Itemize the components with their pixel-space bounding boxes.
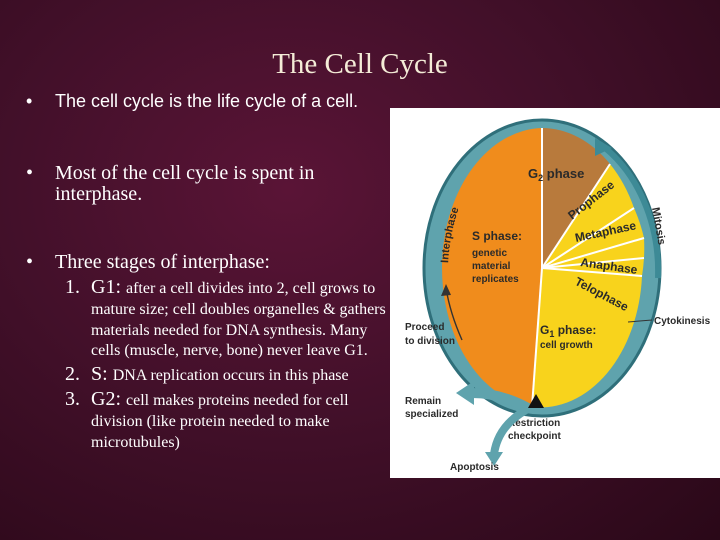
apoptosis-label: Apoptosis	[450, 462, 499, 473]
cell-cycle-diagram: G2 phase Interphase Mitosis S phase: gen…	[390, 108, 720, 478]
s-phase-label: S phase:	[472, 229, 522, 243]
g2-phase-sector	[542, 128, 610, 268]
g1-phase-label: G1 phase:	[540, 323, 596, 339]
bullet-list: • The cell cycle is the life cycle of a …	[26, 92, 386, 451]
bullet-3-text: Three stages of interphase:	[55, 251, 270, 273]
slide-title: The Cell Cycle	[272, 48, 448, 80]
bullet-marker: •	[26, 91, 33, 111]
remain-label: Remain specialized	[405, 396, 458, 420]
restriction-label: Restriction checkpoint	[508, 418, 563, 442]
stage-description: after a cell divides into 2, cell grows …	[91, 280, 386, 360]
proceed-label: Proceed to division	[405, 322, 455, 347]
bullet-2-text: Most of the cell cycle is spent in inter…	[55, 162, 315, 205]
stage-number: 2.	[65, 363, 80, 386]
stage-description: DNA replication occurs in this phase	[112, 367, 349, 385]
stage-heading: G1:	[91, 276, 121, 298]
stage-s: 2. S: DNA replication occurs in this pha…	[55, 364, 386, 385]
g1-phase-detail: cell growth	[540, 340, 593, 351]
remain-arrow-head	[456, 381, 474, 405]
g2-phase-label: G2 phase	[528, 166, 584, 183]
cytokinesis-label: Cytokinesis	[654, 316, 711, 327]
stage-description: cell makes proteins needed for cell divi…	[91, 391, 349, 451]
bullet-1: • The cell cycle is the life cycle of a …	[26, 92, 386, 110]
stage-g1: 1. G1: after a cell divides into 2, cell…	[55, 277, 386, 360]
s-phase-detail: genetic material replicates	[472, 248, 519, 285]
apoptosis-arrow-head	[485, 452, 503, 466]
bullet-2: • Most of the cell cycle is spent in int…	[26, 163, 386, 205]
g1-phase-sector	[532, 268, 642, 408]
bullet-marker: •	[26, 251, 34, 273]
proceed-arrow-head	[441, 284, 451, 296]
mitosis-band	[598, 141, 662, 279]
s-phase-sector	[442, 128, 542, 407]
bullet-1-text: The cell cycle is the life cycle of a ce…	[55, 91, 359, 111]
apoptosis-arrow	[490, 406, 529, 455]
cycle-arrow-head	[595, 138, 612, 156]
telophase-sector	[542, 258, 644, 276]
prophase-sector	[542, 164, 634, 268]
stage-number: 3.	[65, 387, 80, 410]
stage-g2: 3. G2: cell makes proteins needed for ce…	[55, 389, 386, 451]
checkpoint-marker	[528, 394, 544, 408]
cytokinesis-pointer	[627, 319, 653, 323]
stage-number: 1.	[65, 276, 80, 298]
metaphase-sector	[542, 208, 644, 268]
stage-heading: G2:	[91, 387, 121, 410]
stage-heading: S:	[91, 363, 108, 386]
bullet-marker: •	[26, 162, 34, 184]
bullet-3: • Three stages of interphase: 1. G1: aft…	[26, 252, 386, 451]
remain-arrow	[471, 388, 531, 413]
